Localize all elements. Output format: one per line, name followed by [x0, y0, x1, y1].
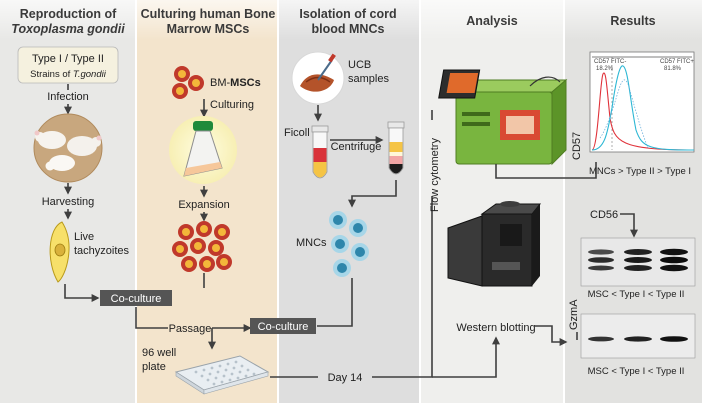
arrow-mncs-coculture2 — [317, 278, 353, 327]
blot1-caption: MSC < Type I < Type II — [588, 289, 685, 300]
gate-right-label: CD57 FITC+ — [660, 59, 694, 65]
coculture-box-2 — [250, 318, 316, 334]
tachyzoites-label: tachyzoites — [74, 245, 130, 257]
histogram-curve-cyan — [591, 65, 695, 151]
panel-analysis — [420, 0, 564, 403]
gate-left-label: CD57 FITC- — [594, 59, 626, 65]
harvesting-label: Harvesting — [42, 196, 95, 208]
strain-line2: Strains of T.gondii — [30, 69, 107, 80]
flow-cytometer-icon — [438, 69, 568, 166]
culture-flask-icon — [169, 116, 237, 184]
arrow-day14-western — [432, 336, 500, 378]
panel-msc — [136, 0, 278, 403]
gate-right-value: 81.8% — [664, 66, 682, 72]
coculture-label-1: Co-culture — [111, 293, 162, 305]
passage-label: Passage — [169, 323, 212, 335]
ucb-sample-icon — [291, 51, 345, 105]
flow-histogram: CD57 FITC- 18.2% CD57 FITC+ 81.8% — [589, 51, 695, 153]
header-reproduction-line2: Toxoplasma gondii — [11, 22, 125, 36]
centrifuged-tube-icon — [387, 121, 405, 175]
well-plate-icon — [174, 355, 270, 395]
arrow-tube-mncs — [348, 180, 397, 208]
bm-msc-label: BM-MSCs — [210, 77, 261, 89]
cd57-axis-label: CD57 — [571, 132, 583, 160]
flow-cytometry-label: Flow cytometry — [429, 138, 441, 212]
arrow-western-results — [534, 325, 568, 346]
header-msc-line2: Marrow MSCs — [167, 22, 250, 36]
coculture-label-2: Co-culture — [258, 321, 309, 333]
plate-label-line1: 96 well — [142, 347, 176, 359]
flow-caption: MNCs > Type II > Type I — [589, 166, 691, 177]
ucb-label-line2: samples — [348, 73, 389, 85]
gate-left-value: 18.2% — [596, 66, 614, 72]
blot-cd56 — [580, 237, 696, 287]
ficoll-label: Ficoll — [284, 127, 310, 139]
header-results: Results — [610, 14, 655, 28]
header-msc-line1: Culturing human Bone — [141, 7, 276, 21]
strain-box — [17, 46, 119, 84]
strain-line1: Type I / Type II — [32, 53, 104, 65]
tachyzoite-icon — [49, 221, 70, 283]
bm-msc-cells-icon — [172, 66, 204, 99]
day14-label: Day 14 — [328, 372, 363, 384]
western-blot-icon — [447, 201, 542, 287]
arrow-cd56 — [620, 213, 638, 238]
header-mnc-line2: blood MNCs — [312, 22, 385, 36]
arrow-cytometer-results — [495, 162, 597, 179]
centrifuge-label: Centrifuge — [331, 141, 382, 153]
arrow-tachy-coculture — [64, 284, 100, 302]
cd56-label: CD56 — [590, 209, 618, 221]
mncs-label: MNCs — [296, 237, 327, 249]
header-mnc-line1: Isolation of cord — [299, 7, 396, 21]
ficoll-tube-icon — [311, 125, 329, 179]
plate-label-line2: plate — [142, 361, 166, 373]
culturing-label: Culturing — [210, 99, 254, 111]
infection-label: Infection — [47, 91, 89, 103]
header-analysis: Analysis — [466, 14, 517, 28]
live-label: Live — [74, 231, 94, 243]
histogram-curve-red — [591, 72, 695, 151]
mnc-cells-icon — [329, 211, 369, 277]
ucb-label-line1: UCB — [348, 59, 371, 71]
mice-icon — [33, 113, 103, 183]
expanded-cells-icon — [172, 221, 232, 272]
coculture-box-1 — [100, 290, 172, 306]
gzma-label: GzmA — [568, 299, 580, 330]
arrow-coculture-passage — [135, 307, 168, 329]
western-blotting-label: Western blotting — [456, 322, 535, 334]
expansion-label: Expansion — [178, 199, 229, 211]
histogram-curve-dotted — [599, 79, 649, 149]
blot-gzma — [580, 313, 696, 359]
blot2-caption: MSC < Type I < Type II — [588, 366, 685, 377]
header-reproduction-line1: Reproduction of — [20, 7, 117, 21]
